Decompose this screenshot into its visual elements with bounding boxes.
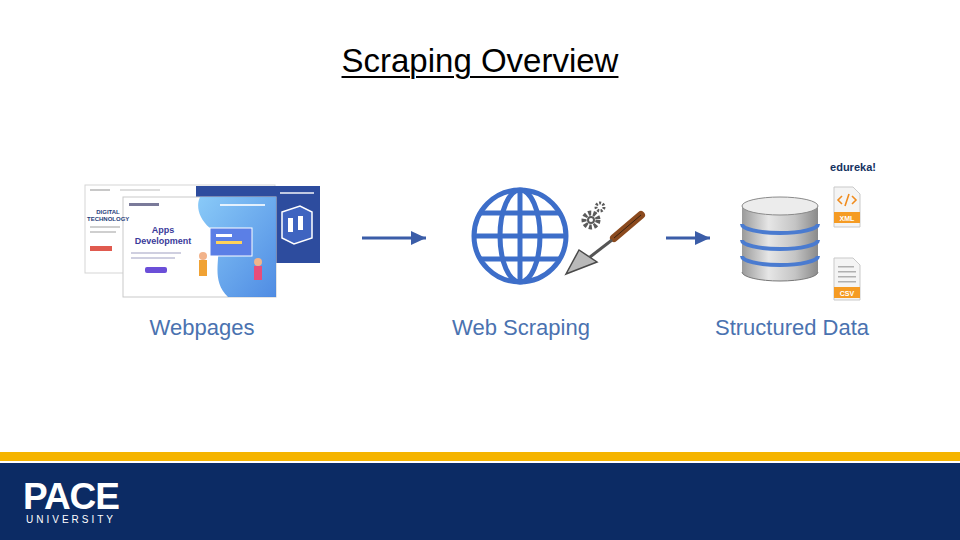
navy-footer — [0, 463, 960, 540]
globe — [474, 190, 566, 282]
page-logo — [129, 203, 159, 206]
screen-line — [216, 241, 242, 244]
page-button — [90, 246, 112, 251]
database-band — [742, 256, 818, 265]
file-band — [834, 212, 860, 223]
text-label: Apps Development — [132, 225, 194, 247]
text-label: CSV — [834, 289, 860, 298]
globe-equator — [474, 234, 566, 239]
code-symbol — [838, 194, 856, 206]
stage-label: Webpages — [80, 315, 324, 341]
file-line — [838, 271, 856, 273]
slide-title: Scraping Overview — [0, 40, 960, 82]
page-line — [120, 189, 160, 191]
text-label: edureka! — [818, 161, 888, 174]
page-button — [145, 267, 167, 273]
flow-arrow — [362, 237, 426, 240]
database-top — [742, 197, 818, 215]
file-line — [838, 281, 856, 283]
trowel-icon — [566, 215, 641, 274]
screen-line — [216, 234, 232, 237]
database-band — [742, 224, 818, 233]
page-line — [90, 226, 120, 228]
globe-latitude — [481, 211, 559, 216]
globe-latitude — [481, 257, 559, 262]
person-body — [199, 260, 207, 276]
person-head — [254, 258, 262, 266]
person-head — [199, 252, 207, 260]
xml-file-icon — [834, 187, 860, 227]
file-line — [838, 276, 856, 278]
gold-stripe — [0, 452, 960, 461]
csv-file-icon — [834, 258, 860, 300]
trowel-shaft — [590, 240, 612, 257]
flow-arrow — [666, 237, 710, 240]
database-bottom — [742, 272, 818, 281]
text-label: UNIVERSITY — [1, 514, 141, 526]
page-line — [131, 252, 181, 254]
trowel-blade — [566, 250, 597, 274]
text-label: XML — [834, 214, 860, 223]
text-label: PACE — [6, 477, 136, 517]
stage-node: Webpages — [80, 180, 362, 345]
page-line — [131, 257, 175, 259]
database-body — [742, 206, 818, 272]
page-blob — [198, 197, 276, 297]
person-body — [254, 266, 262, 280]
building-window — [288, 218, 293, 232]
database-icon — [742, 197, 818, 281]
page-line — [280, 192, 314, 194]
gear — [596, 203, 604, 211]
gear — [584, 213, 598, 227]
page-nav — [220, 204, 265, 206]
screen-shape — [210, 228, 252, 256]
page-line — [90, 231, 116, 233]
text-label: DIGITAL TECHNOLOGY — [87, 209, 129, 223]
stage-node: Web Scraping — [426, 180, 666, 345]
gear-icon — [584, 203, 604, 227]
file-band — [834, 287, 860, 298]
stage-node: Structured Data — [710, 180, 880, 345]
stage-label: Structured Data — [710, 315, 874, 341]
file-sheet — [834, 187, 860, 227]
stage-label: Web Scraping — [426, 315, 616, 341]
page-line — [90, 189, 110, 191]
web-scraping-icon — [474, 190, 566, 282]
file-sheet — [834, 258, 860, 300]
front-page — [123, 197, 276, 297]
webpage-screenshots — [85, 185, 320, 297]
file-line — [838, 266, 854, 268]
gear-hub — [588, 217, 594, 223]
trowel-handle — [614, 215, 641, 238]
building-shape — [282, 206, 312, 244]
building-window — [298, 216, 303, 230]
trowel-handle-edge — [614, 215, 641, 238]
database-band — [742, 240, 818, 249]
